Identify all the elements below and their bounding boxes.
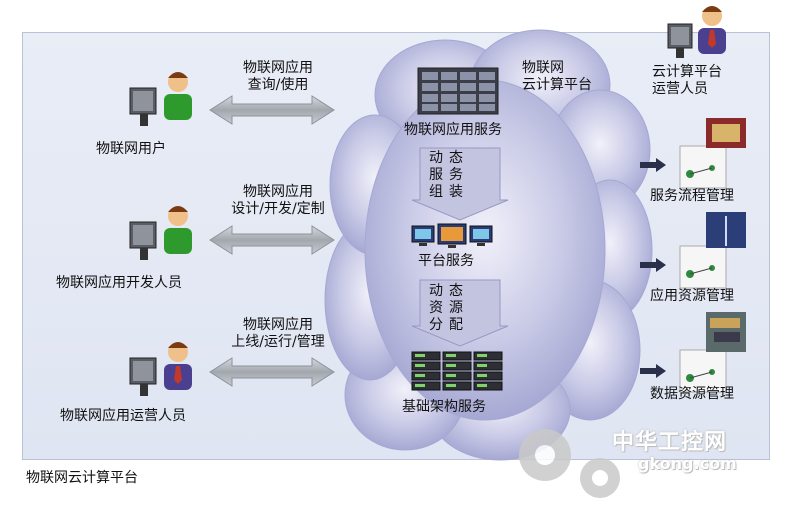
- alloc-char-6: 配: [449, 317, 463, 333]
- alloc-char-4: 源: [449, 300, 463, 316]
- cloud-title: 物联网 云计算平台: [522, 60, 592, 94]
- app-resource-mgmt-label: 应用资源管理: [650, 288, 734, 304]
- arrow-online-run: [209, 357, 335, 387]
- platform-service-label: 平台服务: [418, 253, 474, 269]
- footer-title: 物联网云计算平台: [26, 470, 138, 486]
- arrow-query-line2: 查询/使用: [247, 77, 309, 93]
- compose-char-5: 组: [429, 184, 443, 200]
- arrow-query-use: [209, 95, 335, 125]
- data-resource-mgmt-label: 数据资源管理: [650, 386, 734, 402]
- developer-person-icon: [129, 206, 192, 260]
- bullet-arrow-3: [640, 364, 666, 378]
- compose-char-1: 动: [429, 150, 443, 166]
- app-resource-thumbnail: [679, 212, 746, 289]
- cloud-operator-line2: 运营人员: [652, 81, 708, 97]
- arrow-design-line1: 物联网应用: [243, 184, 313, 200]
- dynamic-compose-left: 动 服 组: [424, 150, 448, 201]
- alloc-char-5: 分: [429, 317, 443, 333]
- alloc-char-2: 态: [449, 283, 463, 299]
- cloud-title-line2: 云计算平台: [522, 77, 592, 93]
- alloc-char-1: 动: [429, 283, 443, 299]
- dynamic-alloc-left: 动 资 分: [424, 283, 448, 334]
- arrow-online-line1: 物联网应用: [243, 317, 313, 333]
- arrow-online-label: 物联网应用 上线/运行/管理: [210, 317, 346, 351]
- process-mgmt-label: 服务流程管理: [650, 188, 734, 204]
- user-person-icon: [129, 72, 192, 126]
- server-stack-icon: [411, 351, 503, 391]
- user-label: 物联网用户: [96, 141, 166, 157]
- arrow-design-label: 物联网应用 设计/开发/定制: [210, 184, 346, 218]
- developer-label: 物联网应用开发人员: [56, 275, 182, 291]
- arrow-design-line2: 设计/开发/定制: [231, 201, 325, 217]
- down-arrow-compose: [411, 147, 509, 221]
- compose-char-6: 装: [449, 184, 463, 200]
- compose-char-4: 务: [449, 167, 463, 183]
- data-resource-thumbnail: [679, 312, 746, 393]
- cloud-operator-line1: 云计算平台: [652, 64, 722, 80]
- cloud-operator-person-icon: [667, 6, 726, 58]
- cloud-operator-label: 云计算平台 运营人员: [652, 64, 722, 98]
- watermark-brand: 中华工控网: [612, 430, 728, 455]
- arrow-query-line1: 物联网应用: [243, 60, 313, 76]
- process-thumbnail: [679, 118, 746, 189]
- alloc-char-3: 资: [429, 300, 443, 316]
- app-operator-person-icon: [129, 342, 192, 396]
- watermark-domain: gkong.com: [638, 454, 737, 473]
- bullet-arrow-1: [640, 158, 666, 172]
- infra-service-label: 基础架构服务: [402, 399, 486, 415]
- dynamic-alloc-right: 态 源 配: [444, 283, 468, 334]
- server-rack-icon: [417, 67, 499, 115]
- down-arrow-alloc: [411, 279, 509, 347]
- arrow-online-line2: 上线/运行/管理: [231, 334, 325, 350]
- monitors-icon: [411, 223, 493, 248]
- compose-char-2: 态: [449, 150, 463, 166]
- cloud-title-line1: 物联网: [522, 60, 564, 76]
- arrow-design-dev: [209, 225, 335, 255]
- arrow-query-label: 物联网应用 查询/使用: [218, 60, 338, 94]
- watermark-gear-icon: [519, 429, 620, 498]
- bullet-arrow-2: [640, 258, 666, 272]
- app-operator-label: 物联网应用运营人员: [60, 408, 186, 424]
- compose-char-3: 服: [429, 167, 443, 183]
- dynamic-compose-right: 态 务 装: [444, 150, 468, 201]
- app-service-label: 物联网应用服务: [404, 122, 502, 138]
